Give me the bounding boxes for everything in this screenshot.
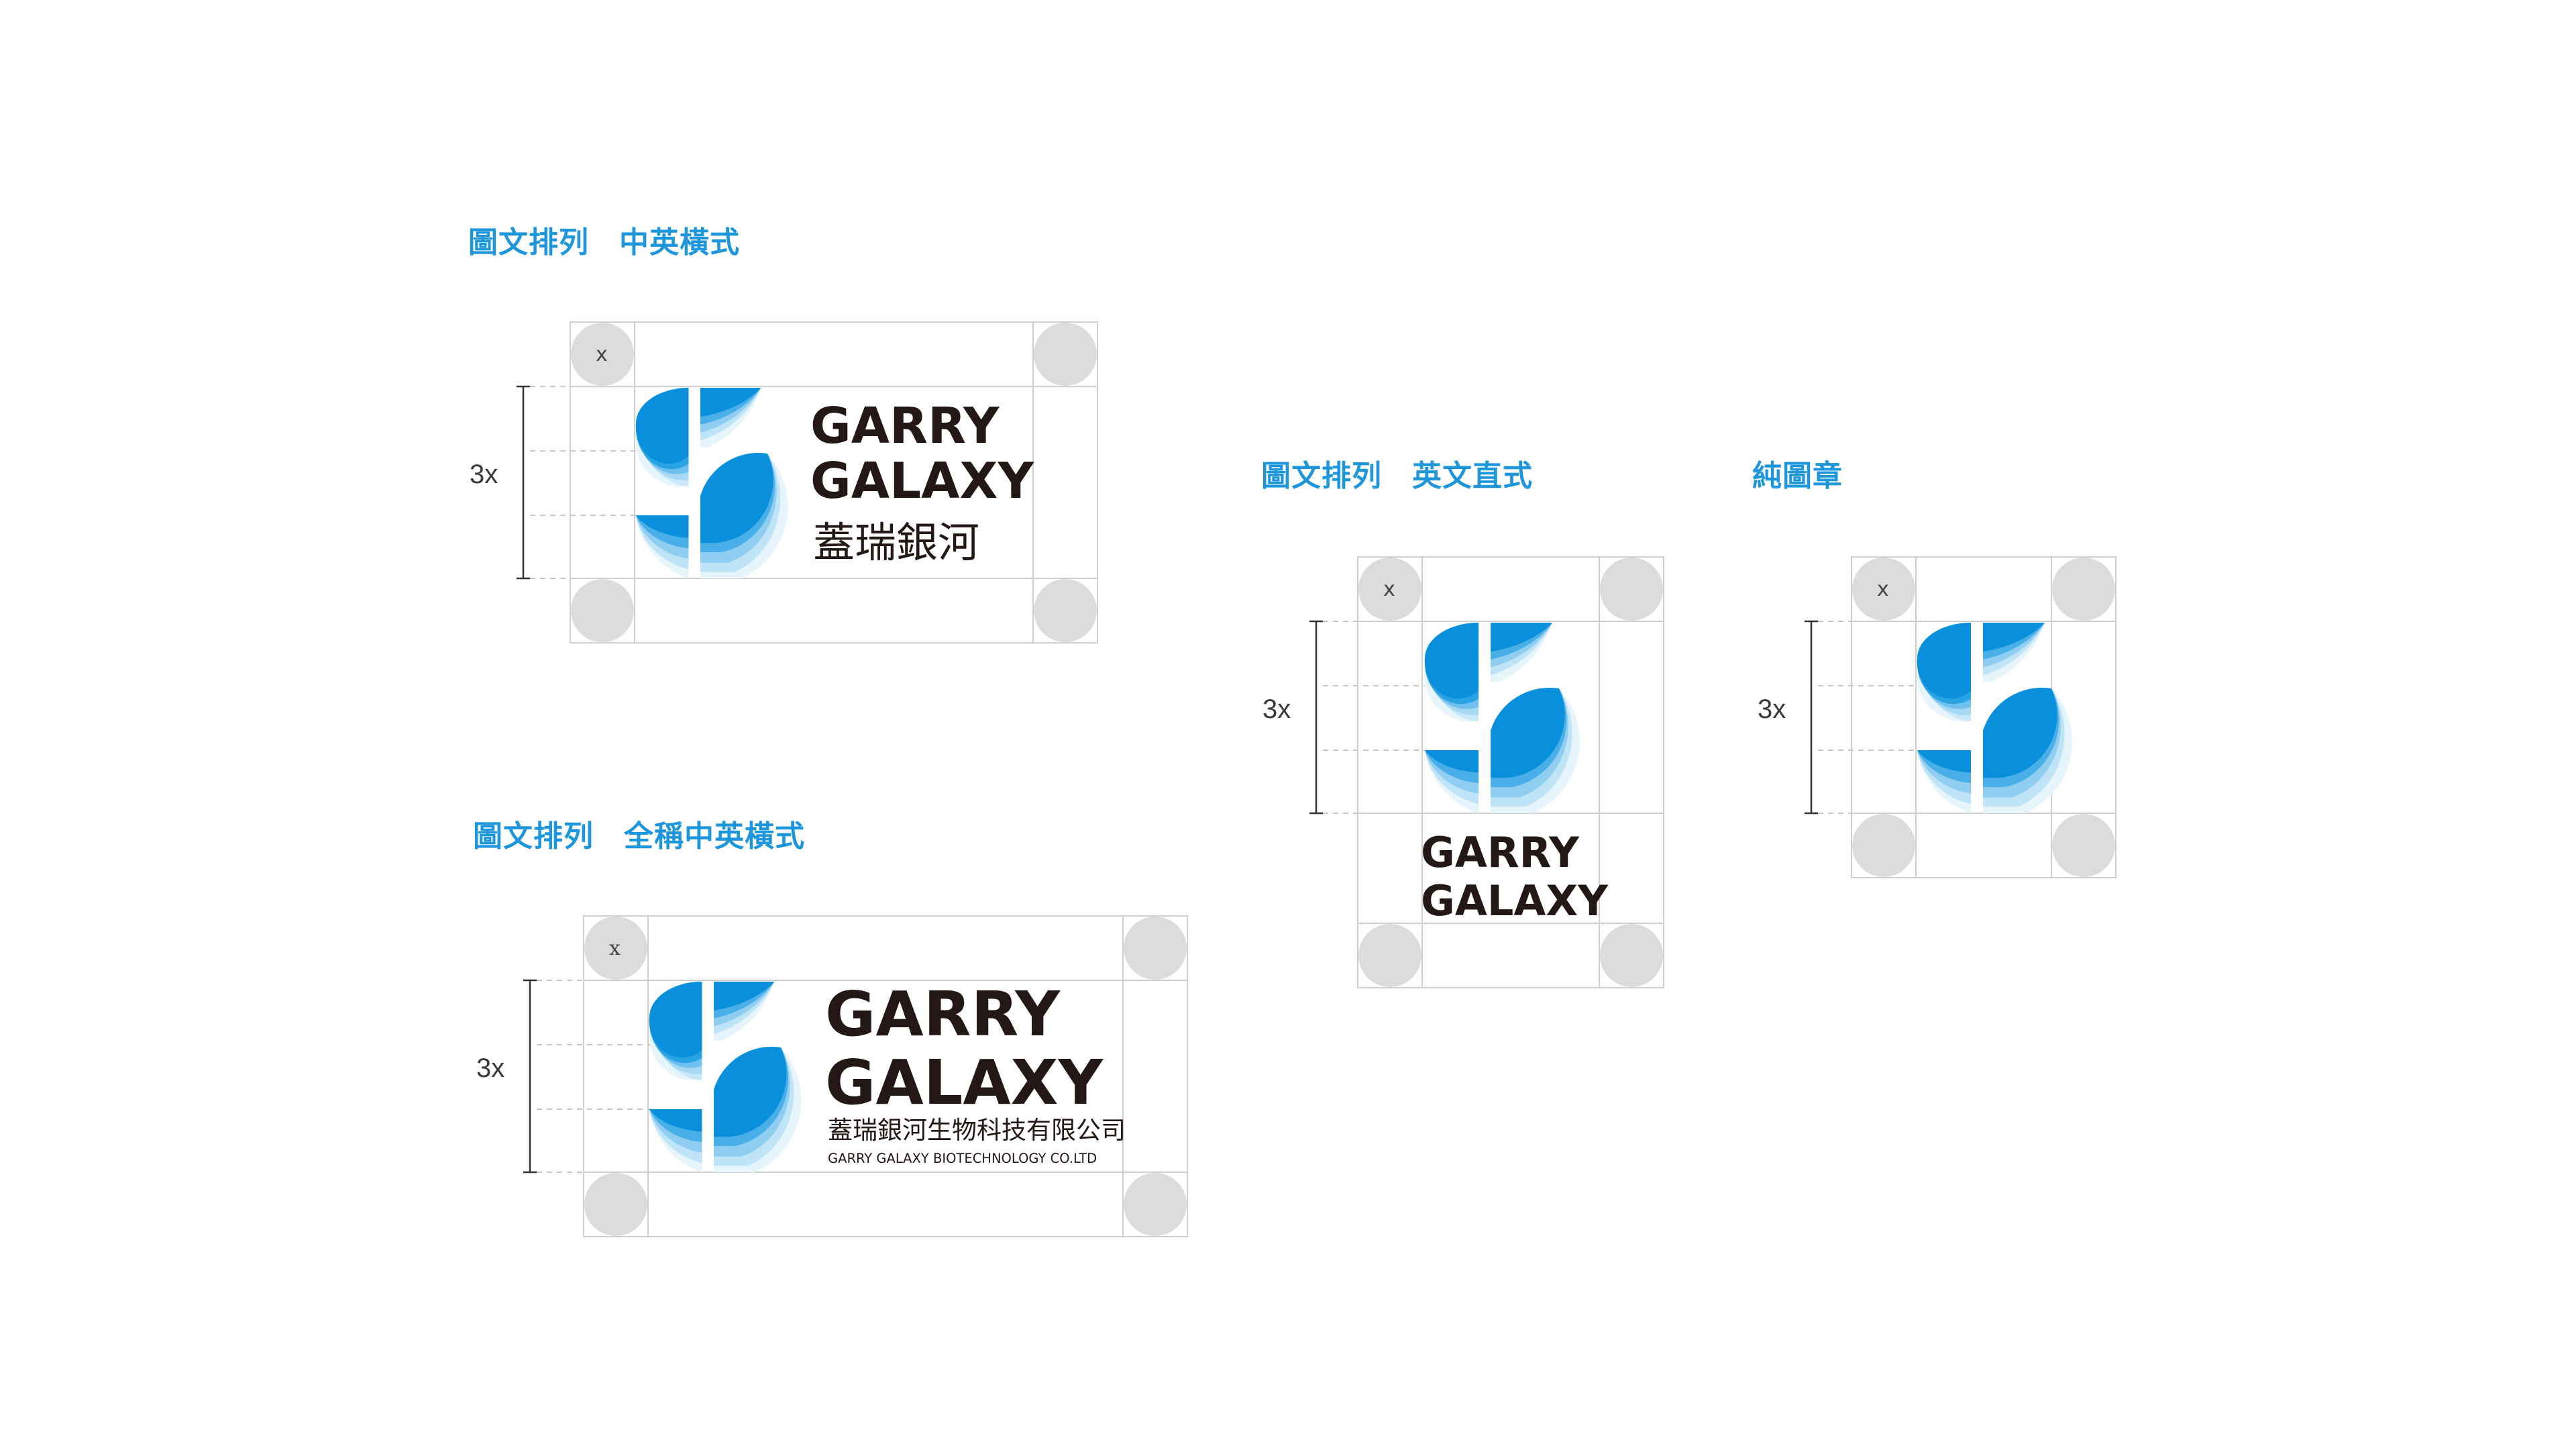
chinese-name: 蓋瑞銀河 — [813, 518, 979, 567]
section-title-full-horizontal: 圖文排列 全稱中英橫式 — [473, 819, 805, 853]
logo-mark-icon — [635, 388, 788, 579]
panel-horizontal: 3x x GARRY GALAXY 蓋瑞銀河 — [463, 315, 1127, 651]
unit-label: x — [596, 343, 608, 366]
clearspace-grid — [1851, 556, 2116, 878]
dimension-label: 3x — [1758, 694, 1786, 724]
logo-mark-icon — [649, 982, 802, 1173]
clearspace-circle — [1358, 558, 1421, 621]
clearspace-circle — [1600, 924, 1663, 987]
clearspace-circle — [2052, 814, 2115, 877]
unit-label: x — [1383, 578, 1395, 601]
clearspace-circle — [584, 1173, 647, 1236]
wordmark-line1: GARRY — [1421, 828, 1580, 877]
dimension-label: 3x — [470, 460, 498, 489]
panel-full-horizontal: 3x x GARRY GALAXY 蓋瑞銀河生物科技有限公司 GARRY GAL… — [470, 909, 1201, 1245]
clearspace-circle — [1358, 924, 1421, 987]
clearspace-circle — [1124, 917, 1187, 980]
clearspace-circle — [1034, 323, 1097, 386]
wordmark-line2: GALAXY — [810, 452, 1034, 510]
clearspace-grid — [570, 321, 1098, 643]
unit-label: x — [609, 937, 621, 960]
section-title-vertical: 圖文排列 英文直式 — [1261, 459, 1533, 493]
clearspace-circle — [571, 579, 634, 642]
dimension-label: 3x — [476, 1053, 504, 1083]
panel-vertical: 3x x GARRY GALAXY — [1256, 550, 1672, 993]
clearspace-circle — [1600, 558, 1663, 621]
dimension-label: 3x — [1263, 694, 1291, 724]
unit-label: x — [1877, 578, 1889, 601]
wordmark-line2: GALAXY — [1421, 876, 1609, 925]
chinese-full-name: 蓋瑞銀河生物科技有限公司 — [828, 1116, 1126, 1145]
section-title-emblem-only: 純圖章 — [1752, 459, 1843, 493]
clearspace-circle — [1852, 558, 1915, 621]
logo-mark-icon — [1424, 623, 1580, 814]
clearspace-circle — [1124, 1173, 1187, 1236]
wordmark-line1: GARRY — [825, 978, 1061, 1050]
panel-emblem-only: 3x x — [1751, 550, 2127, 886]
clearspace-circle — [1852, 814, 1915, 877]
english-full-name: GARRY GALAXY BIOTECHNOLOGY CO.LTD — [828, 1151, 1097, 1166]
clearspace-grid — [1357, 556, 1664, 988]
clearspace-circle — [571, 323, 634, 386]
clearspace-circle — [2052, 558, 2115, 621]
logo-mark-icon — [1917, 623, 2072, 814]
section-title-horizontal: 圖文排列 中英橫式 — [468, 225, 740, 260]
clearspace-grid — [583, 915, 1188, 1237]
wordmark-line1: GARRY — [810, 397, 1000, 455]
clearspace-circle — [584, 917, 647, 980]
wordmark-line2: GALAXY — [825, 1047, 1104, 1119]
clearspace-circle — [1034, 579, 1097, 642]
